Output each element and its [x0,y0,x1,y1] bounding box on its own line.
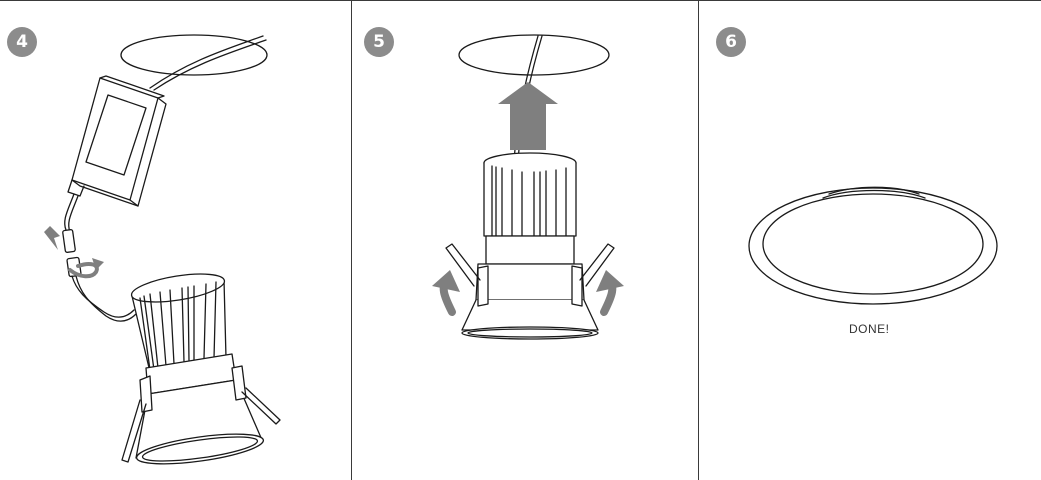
led-driver-box [67,75,167,207]
ceiling-hole [120,34,268,76]
plug-connector [62,229,137,322]
step-number-badge: 6 [716,27,746,57]
driver-cable [64,193,75,231]
insert-fixture-illustration [432,34,624,340]
panel-divider [351,0,352,480]
downlight-fixture [121,273,281,465]
step-panel-4: 4 [0,0,351,480]
step-panel-5: 5 [352,0,698,480]
done-caption: DONE! [849,322,890,336]
twist-arrow-icon [68,262,99,279]
supply-cable [149,35,264,89]
fixture-cable [71,275,135,318]
step-number-badge: 5 [364,27,394,57]
driver-connection-illustration [44,34,281,465]
installed-trim-ring [748,186,998,305]
push-arrow-icon [44,226,60,250]
step-number-badge: 4 [7,27,37,57]
top-rule [0,0,1041,1]
ceiling-hole [458,34,610,76]
installed-fixture-illustration [748,186,998,305]
panel-divider [698,0,699,480]
step-panel-6: 6 DONE! [699,0,1041,480]
push-up-arrow-icon [498,82,558,150]
downlight-fixture [445,152,615,340]
